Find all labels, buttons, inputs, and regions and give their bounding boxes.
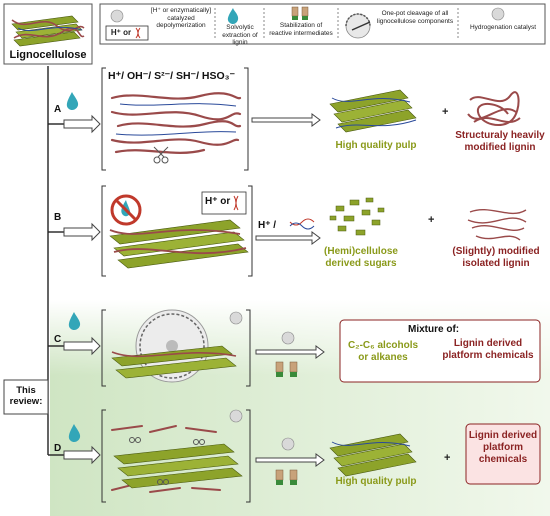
row-b-lignin-icon — [467, 208, 527, 241]
legend-solvolytic: Solvolytic extraction of lignin — [222, 24, 258, 46]
row-d-pulp-icon — [329, 433, 417, 477]
row-b-letter: B — [54, 212, 62, 223]
row-d-result-box — [465, 423, 541, 485]
this-review-box — [3, 379, 49, 415]
row-c-mixture-label: Mixture of: — [408, 324, 460, 335]
row-b-plus: + — [428, 214, 435, 226]
no-solvent-icon — [110, 194, 142, 226]
row-a-lignin-strands — [110, 92, 242, 154]
row-c-letter: C — [54, 334, 62, 345]
row-b-arrow-label: H⁺ / — [258, 220, 277, 231]
row-a-pulp-icon — [329, 89, 417, 133]
legend-hydrogenation: Hydrogenation catalyst — [469, 24, 537, 31]
row-b-sugars-icon — [329, 197, 385, 236]
this-review-label: This review: — [9, 385, 43, 407]
lignocellulose-icon — [3, 3, 93, 65]
row-d-product-lignin: Lignin derived platform chemicals — [468, 430, 538, 465]
row-d-letter: D — [54, 443, 62, 454]
hands-icon — [291, 6, 309, 20]
row-c-lignin-platform: Lignin derived platform chemicals — [442, 338, 534, 361]
lignocellulose-title: Lignocellulose — [9, 49, 87, 61]
row-d-plus: + — [444, 452, 451, 464]
legend-box — [99, 3, 546, 45]
row-a-letter: A — [54, 104, 62, 115]
row-b-h-or: H⁺ or — [205, 196, 231, 207]
legend-stabilization: Stabilization of reactive intermediates — [269, 22, 333, 37]
row-b-biomass-icon — [109, 219, 249, 269]
row-a-product-pulp: High quality pulp — [335, 140, 417, 151]
dna-icon — [135, 27, 141, 39]
row-a-plus: + — [442, 106, 449, 118]
legend-depolymerization: [H⁺ or enzymatically] catalyzed depolyme… — [150, 7, 212, 29]
row-a-lignin-icon — [467, 91, 521, 127]
sphere-icon — [110, 9, 124, 23]
row-b-product-lignin: (Slightly) modified isolated lignin — [452, 246, 540, 269]
catalyst-sphere-icon — [491, 7, 505, 21]
row-d-product-pulp: High quality pulp — [335, 476, 417, 487]
saw-icon — [345, 13, 371, 39]
row-a-reagents: H⁺/ OH⁻/ S²⁻/ SH⁻/ HSO₃⁻ — [108, 70, 236, 82]
row-d-biomass-icon — [113, 443, 243, 489]
row-b-product-sugars: (Hemi)cellulose derived sugars — [324, 246, 398, 269]
row-a-product-lignin: Structuraly heavily modified lignin — [455, 130, 545, 153]
row-c-alcohols: C₂-C₆ alcohols or alkanes — [347, 340, 419, 363]
scissors-icon — [153, 146, 169, 164]
legend-h-or: H⁺ or — [110, 28, 132, 37]
legend-one-pot: One-pot cleavage of all lignocellulose c… — [376, 10, 454, 25]
row-c-result-box — [339, 319, 541, 383]
droplet-icon — [227, 8, 239, 25]
row-c-biomass-icon — [111, 345, 237, 379]
row-c-hands-icon — [275, 361, 298, 377]
